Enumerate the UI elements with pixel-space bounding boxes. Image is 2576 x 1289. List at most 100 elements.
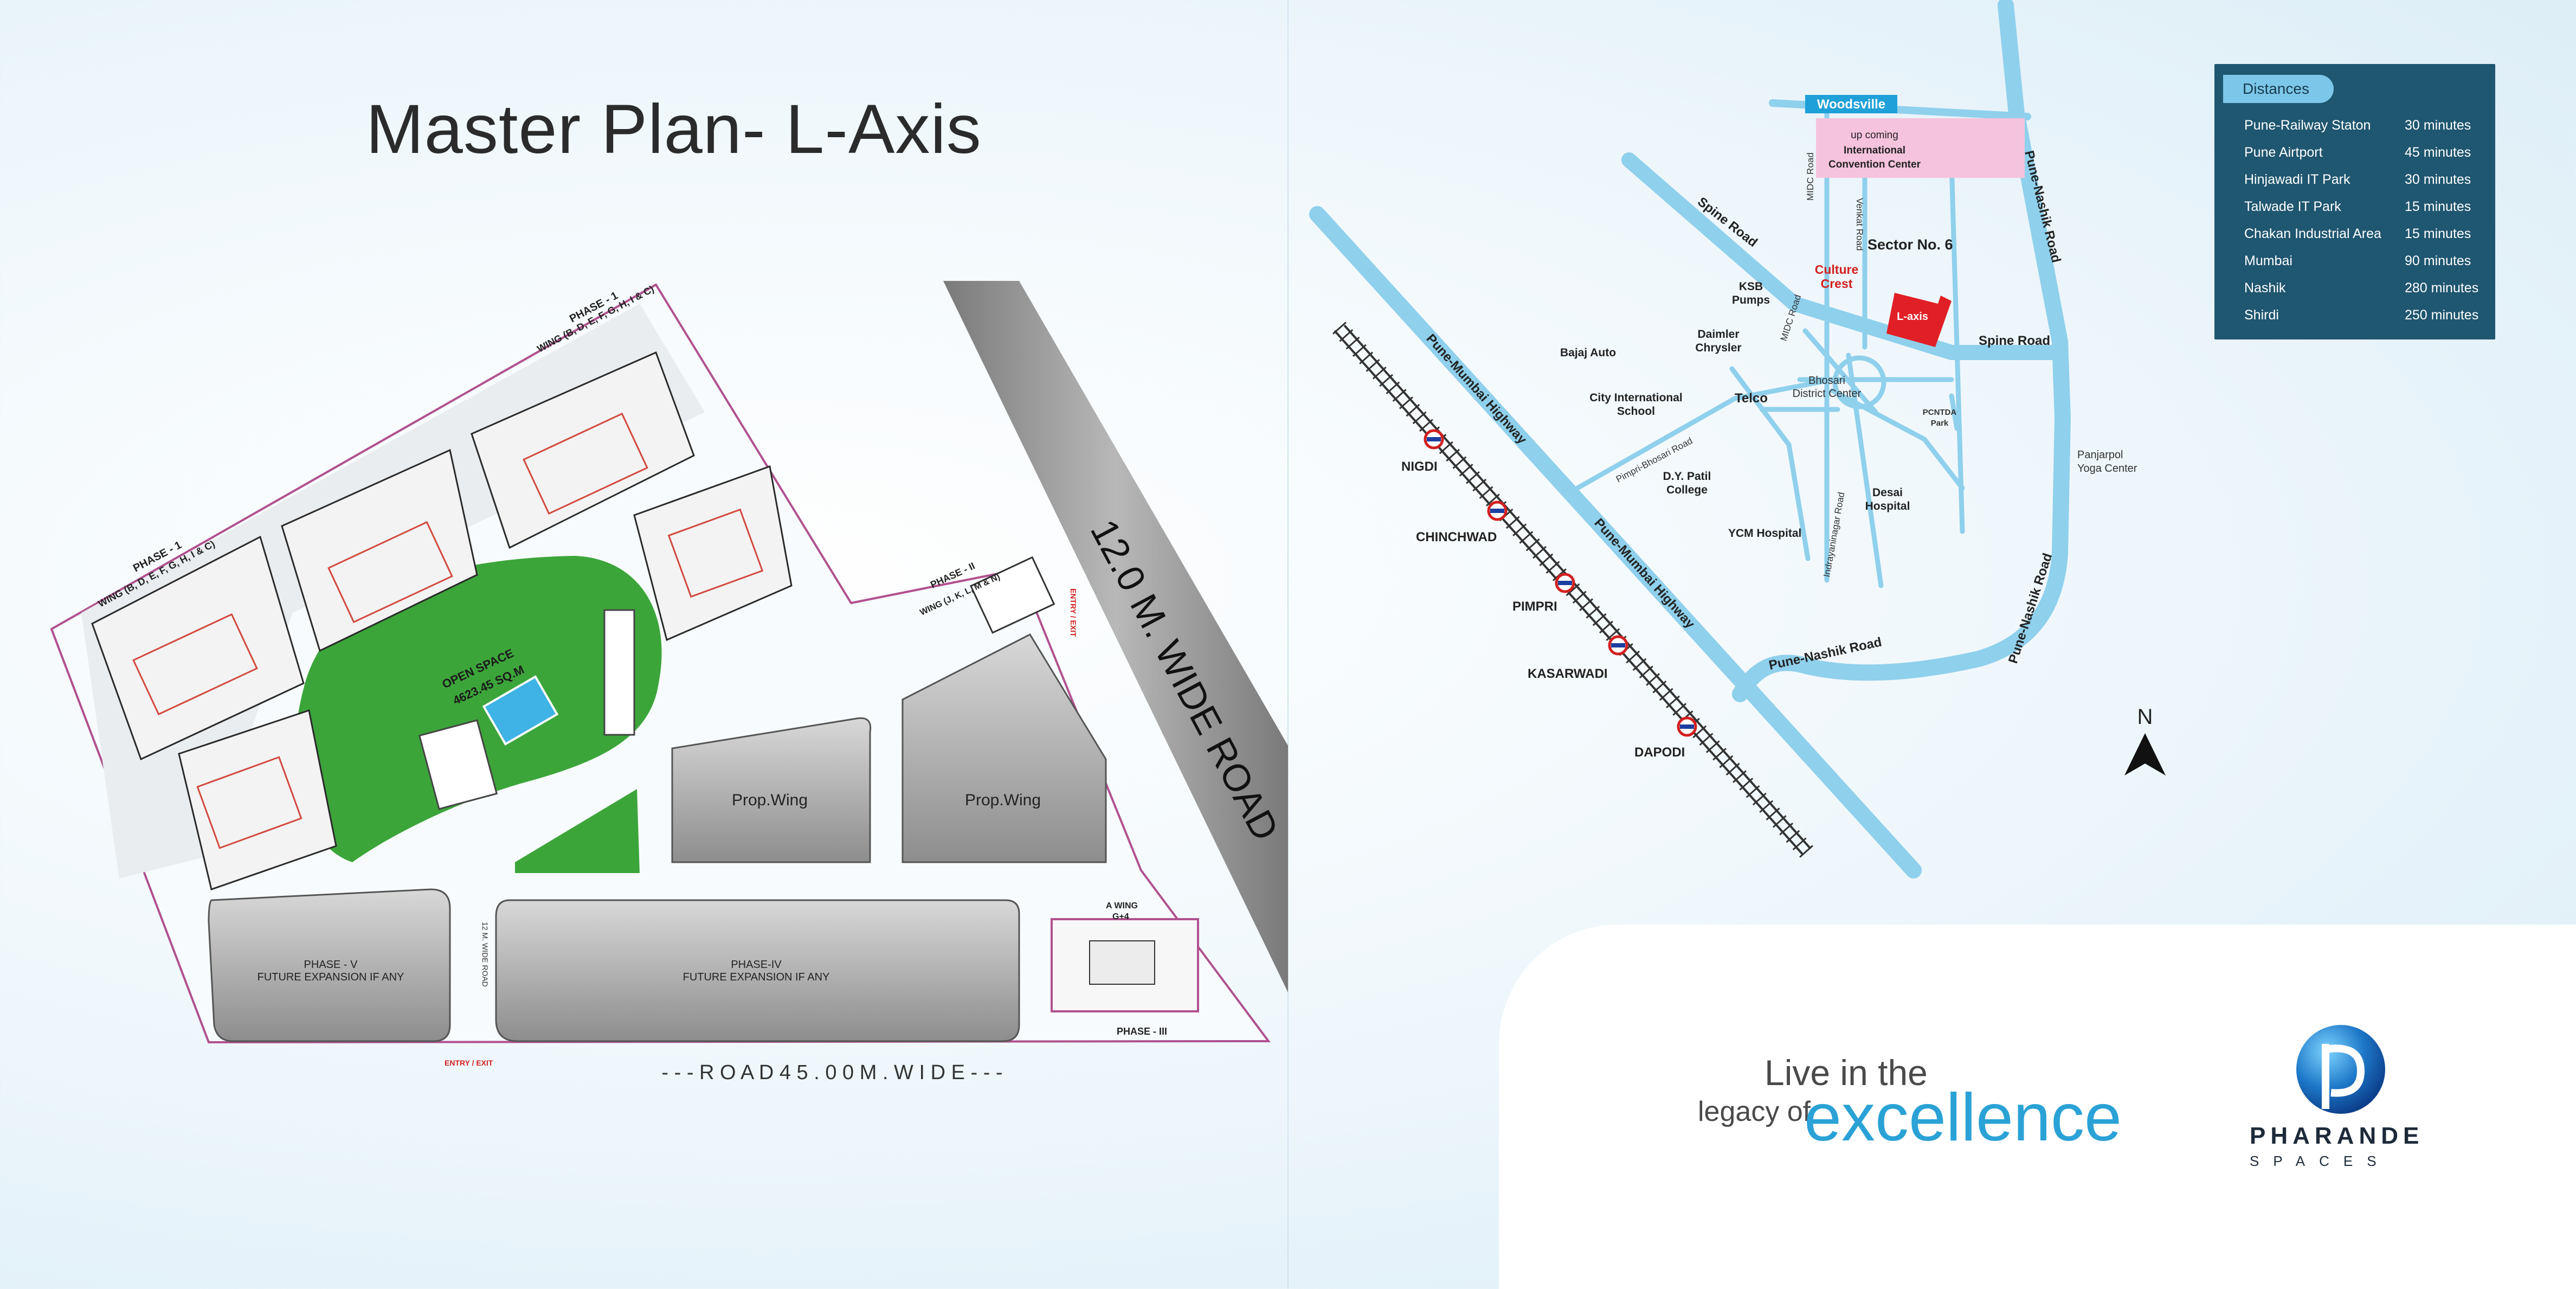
- venkat-road-label: Venkat Road: [1854, 198, 1865, 251]
- station-icons: [1424, 429, 1697, 737]
- distance-time: 30 minutes: [2405, 118, 2471, 133]
- railway-tie: [1719, 755, 1734, 768]
- distance-time: 15 minutes: [2405, 199, 2471, 214]
- tagline-line3: excellence: [1804, 1080, 2122, 1155]
- railway-tie: [1759, 800, 1774, 813]
- railway-tie: [1452, 456, 1467, 469]
- phase5-block: [208, 888, 451, 1042]
- railway-tie: [1552, 568, 1567, 581]
- north-label: N: [2137, 705, 2153, 729]
- railway-tie: [1612, 636, 1627, 649]
- railway-tie: [1332, 322, 1347, 335]
- ksb-label-2: Pumps: [1732, 294, 1770, 306]
- railway-tie: [1733, 770, 1747, 783]
- tagline-card: [1499, 925, 2576, 1289]
- distance-time: 280 minutes: [2405, 280, 2479, 296]
- railway-tie: [1592, 613, 1607, 626]
- railway-tie: [1586, 606, 1600, 619]
- master-plan: 12.0 M. WIDE ROAD OPEN SPACE 4623.45 SQ.…: [50, 281, 1288, 1084]
- phase4-block: [495, 899, 1020, 1042]
- station-dapodi-icon: [1677, 716, 1697, 737]
- railway-tie: [1359, 351, 1374, 364]
- distance-place: Pune Airtport: [2244, 145, 2323, 160]
- railway-tie: [1379, 374, 1394, 387]
- railway-tie: [1606, 628, 1620, 641]
- desai-label-2: Hospital: [1865, 500, 1910, 512]
- railway-tie: [1366, 359, 1380, 372]
- station-nigdi-icon: [1424, 429, 1444, 450]
- railway-tie: [1659, 688, 1673, 701]
- cis-label-2: School: [1617, 405, 1655, 418]
- dypatil-label-2: College: [1666, 484, 1708, 496]
- pcntda-label-1: PCNTDA: [1923, 408, 1957, 417]
- distance-row: Nashik 280 minutes: [2244, 277, 2488, 299]
- pune-nashik-label-2: Pune-Nashik Road: [2006, 551, 2055, 665]
- bhosari-label-2: District Center: [1793, 388, 1862, 400]
- distance-time: 30 minutes: [2405, 172, 2471, 187]
- pavilion: [603, 609, 635, 736]
- prop-wing-right-label: Prop.Wing: [965, 791, 1041, 809]
- railway-tie: [1499, 508, 1514, 522]
- railway-tie: [1446, 448, 1460, 462]
- phase3-wing: A WING: [1106, 901, 1138, 910]
- daimler-label-2: Chrysler: [1695, 342, 1741, 354]
- railway-tie: [1459, 464, 1473, 477]
- convention-line3: Convention Center: [1828, 159, 1921, 170]
- railway-tie: [1666, 695, 1680, 709]
- phase3-label: PHASE - III: [1117, 1026, 1167, 1037]
- road-12m-label: 12.0 M. WIDE ROAD: [1083, 512, 1287, 847]
- railway-tie: [1572, 591, 1587, 604]
- prop-wing-left-label: Prop.Wing: [732, 791, 808, 809]
- distance-place: Shirdi: [2244, 307, 2279, 323]
- railway-tie: [1372, 366, 1387, 380]
- railway-ties: [1332, 322, 1813, 858]
- page-divider: [1287, 0, 1289, 1288]
- railway-tie: [1672, 703, 1687, 716]
- railway-tie: [1779, 822, 1794, 836]
- railway-tie: [1566, 583, 1580, 597]
- distance-time: 90 minutes: [2405, 253, 2471, 268]
- pimpri-bhosari-label: Pimpri-Bhosari Road: [1614, 435, 1694, 484]
- wide-road-label: 12 M. WIDE ROAD: [481, 922, 490, 987]
- indrayaninagar-label: Indrayaninagar Road: [1821, 491, 1846, 578]
- railway-tie: [1799, 845, 1813, 858]
- desai-label-1: Desai: [1872, 486, 1903, 499]
- pune-mumbai-label-2: Pune-Mumbai Highway: [1592, 516, 1698, 632]
- railway-tie: [1512, 523, 1527, 536]
- railway-tie: [1646, 673, 1660, 686]
- pune-nashik-road: [1732, 0, 2071, 702]
- distance-place: Nashik: [2244, 280, 2286, 296]
- railway: [1334, 324, 1812, 855]
- station-pimpri-icon: [1555, 573, 1575, 593]
- railway-tie: [1639, 665, 1653, 678]
- railway-tie: [1712, 748, 1727, 761]
- distance-place: Talwade IT Park: [2244, 199, 2341, 214]
- pcntda-label-2: Park: [1931, 419, 1949, 428]
- station-pimpri-label: PIMPRI: [1512, 599, 1557, 614]
- pune-nashik-label-3: Pune-Nashik Road: [1768, 634, 1883, 672]
- railway-tie: [1725, 762, 1740, 776]
- distance-place: Mumbai: [2244, 253, 2292, 268]
- railway-tie: [1699, 733, 1714, 746]
- railway-tie: [1679, 710, 1693, 723]
- railway-tie: [1685, 717, 1700, 731]
- railway-tie: [1632, 658, 1647, 671]
- railway-tie: [1746, 785, 1760, 798]
- distance-row: Talwade IT Park 15 minutes: [2244, 196, 2488, 217]
- railway-tie: [1485, 493, 1500, 506]
- railway-tie: [1739, 778, 1754, 791]
- railway-tie: [1412, 411, 1427, 425]
- railway-tie: [1545, 561, 1560, 574]
- railway-tie: [1705, 740, 1720, 753]
- tagline-line2: legacy of: [1698, 1096, 1811, 1127]
- station-nigdi-label: NIGDI: [1401, 459, 1438, 474]
- distance-time: 250 minutes: [2405, 307, 2479, 323]
- pune-nashik-label-1: Pune-Nashik Road: [2021, 149, 2063, 264]
- railway-tie: [1392, 389, 1407, 402]
- distance-row: Shirdi 250 minutes: [2244, 304, 2488, 326]
- ycm-label: YCM Hospital: [1728, 527, 1801, 540]
- culture-crest-label-1: Culture: [1815, 262, 1859, 277]
- bajaj-label: Bajaj Auto: [1560, 347, 1616, 359]
